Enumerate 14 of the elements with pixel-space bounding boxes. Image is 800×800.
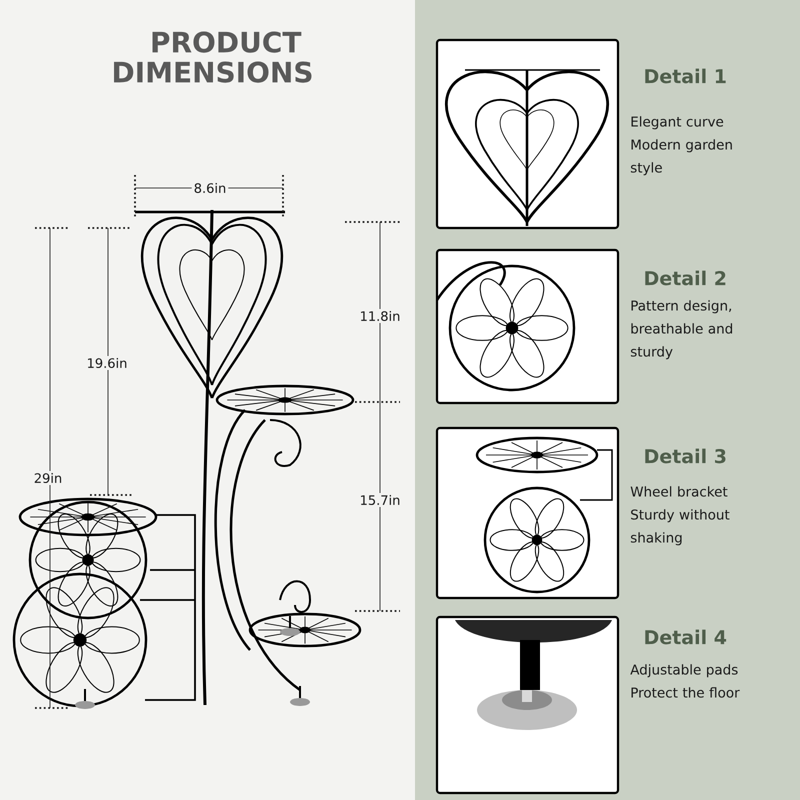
dimension-label: 8.6in [192,180,228,196]
detail-heading: Detail 4 [645,630,726,644]
detail-description: Pattern design, breathable and sturdy [630,300,732,360]
page-title: PRODUCT DIMENSIONS [114,32,312,83]
dimension-label: 19.6in [84,356,130,370]
detail-description: Wheel bracket Sturdy without shaking [630,486,730,546]
detail-heading: Detail 2 [645,270,726,286]
detail-description: Elegant curve Modern garden style [630,116,732,176]
dimension-label: 11.8in [358,308,402,324]
dimension-label: 29in [32,470,64,486]
detail-description: Adjustable pads Protect the floor [630,664,740,698]
detail-heading: Detail 3 [645,448,726,464]
detail-heading: Detail 1 [645,68,726,84]
dimension-label: 15.7in [358,492,402,508]
